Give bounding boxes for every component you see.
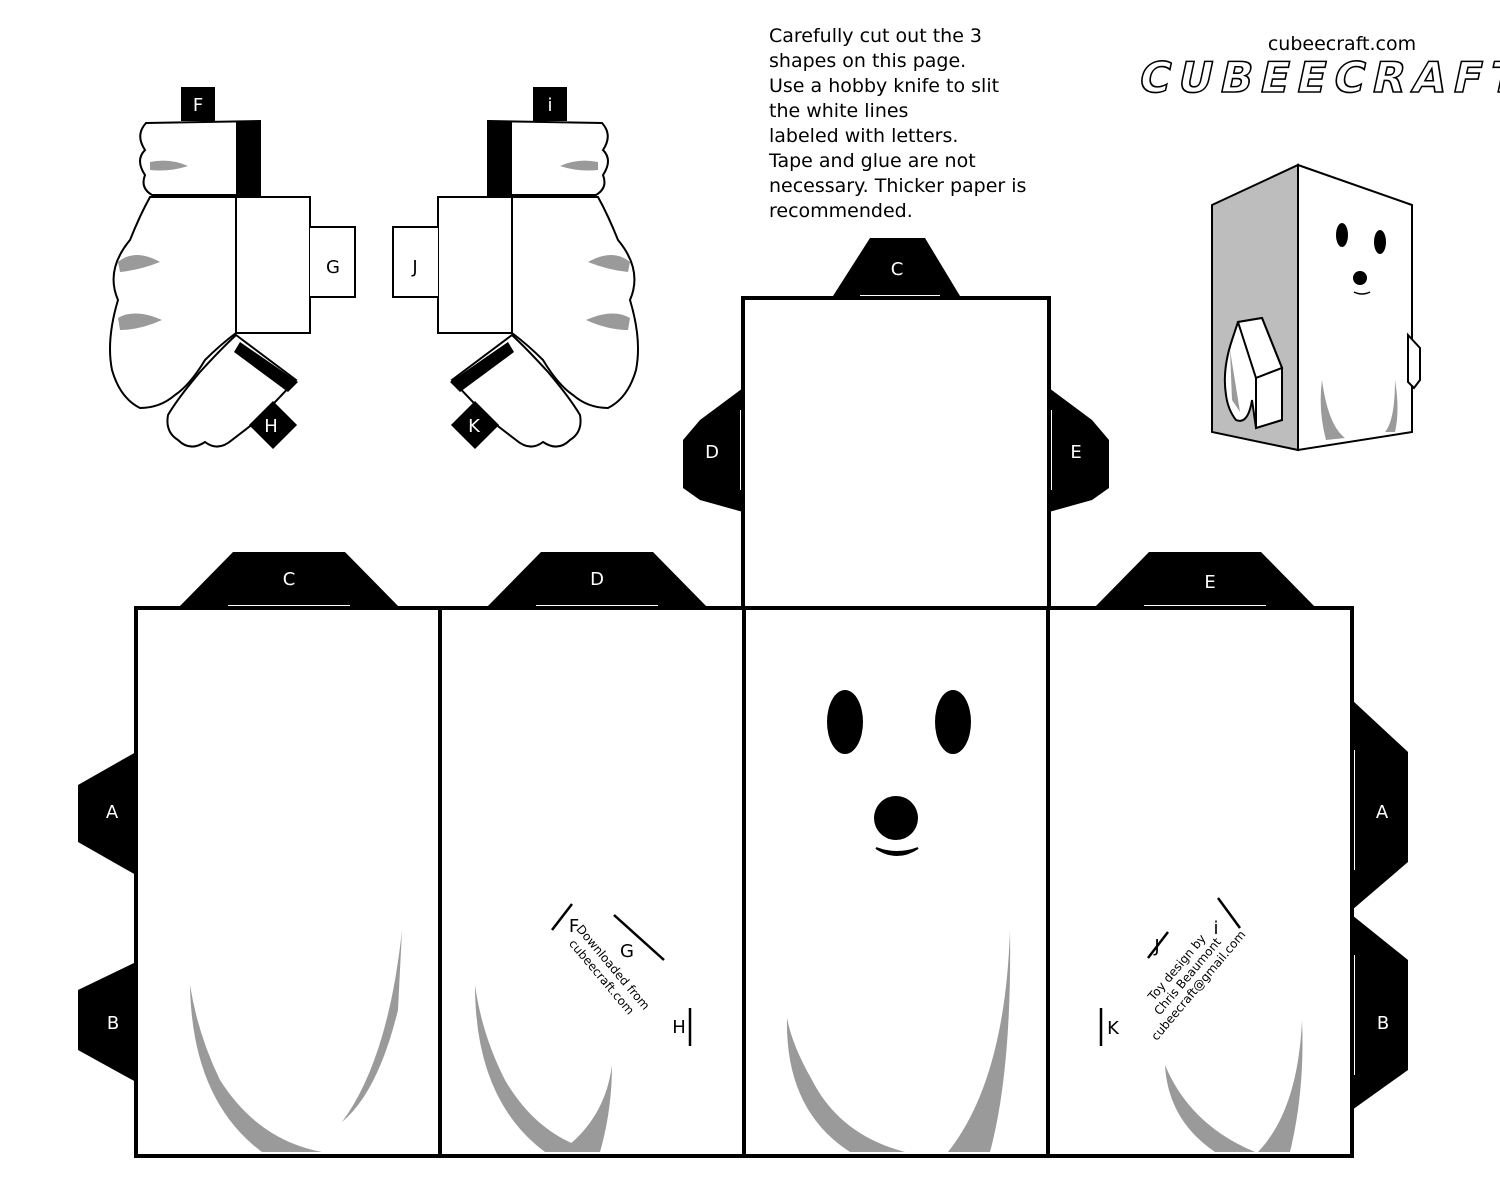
svg-text:K: K <box>1107 1018 1120 1039</box>
right-arm-hand-tab-label: K <box>468 416 481 437</box>
svg-text:G: G <box>620 941 634 962</box>
site-url: cubeecraft.com <box>1267 33 1417 55</box>
ghost-eye-icon <box>827 690 863 754</box>
svg-text:C: C <box>283 569 296 590</box>
instructions-line: Carefully cut out the 3 <box>769 25 983 47</box>
body-top-tabs: C D E <box>178 552 1316 608</box>
left-arm-top-tab <box>181 87 215 121</box>
instructions-line: Tape and glue are not <box>769 150 976 172</box>
ghost-nose-icon <box>874 796 918 840</box>
preview-eye-icon <box>1374 230 1386 254</box>
instructions-line: labeled with letters. <box>769 125 959 147</box>
right-arm-top-tab-label: i <box>547 95 552 116</box>
left-arm-hand-tab <box>248 400 298 450</box>
left-arm-hand-tab-label: H <box>264 416 278 437</box>
right-arm-slot-label: J <box>411 257 417 278</box>
right-arm-hand-tab <box>450 400 500 450</box>
svg-text:B: B <box>1377 1013 1389 1034</box>
svg-text:D: D <box>590 569 604 590</box>
assembled-preview <box>1211 163 1421 452</box>
instructions-text: Carefully cut out the 3 shapes on this p… <box>769 24 1069 224</box>
instructions-line: necessary. Thicker paper is <box>769 175 1027 197</box>
svg-text:C: C <box>891 259 904 280</box>
svg-text:B: B <box>107 1013 119 1034</box>
ghost-face <box>827 690 971 856</box>
body-panels <box>134 606 1354 1158</box>
svg-text:A: A <box>1376 802 1389 823</box>
left-arm-piece: F G H <box>109 87 356 450</box>
head-piece: C D E <box>683 238 1109 610</box>
instructions-line: Use a hobby knife to slit <box>769 75 1000 97</box>
preview-eye-icon <box>1336 223 1348 247</box>
cubeecraft-logo: CUBEECRAFT <box>1134 52 1500 103</box>
head-left-tab <box>683 388 743 512</box>
svg-text:A: A <box>106 802 119 823</box>
svg-text:E: E <box>1204 572 1215 593</box>
right-arm-piece: i J K <box>392 87 639 450</box>
svg-text:H: H <box>672 1017 686 1038</box>
left-arm-top-tab-label: F <box>193 95 203 116</box>
ghost-smile-icon <box>875 847 919 856</box>
svg-text:E: E <box>1070 442 1081 463</box>
right-arm-top-tab <box>533 87 567 121</box>
instructions-line: the white lines <box>769 100 909 122</box>
svg-text:i: i <box>1213 918 1218 939</box>
svg-text:F: F <box>569 916 579 937</box>
instructions-line: shapes on this page. <box>769 50 967 72</box>
head-top-tab <box>833 238 960 296</box>
svg-text:D: D <box>705 442 719 463</box>
preview-nose-icon <box>1353 271 1367 285</box>
ghost-eye-icon <box>935 690 971 754</box>
left-arm-slot-label: G <box>326 257 340 278</box>
svg-text:J: J <box>1153 936 1159 957</box>
head-right-tab <box>1049 388 1109 512</box>
instructions-line: recommended. <box>769 200 913 222</box>
